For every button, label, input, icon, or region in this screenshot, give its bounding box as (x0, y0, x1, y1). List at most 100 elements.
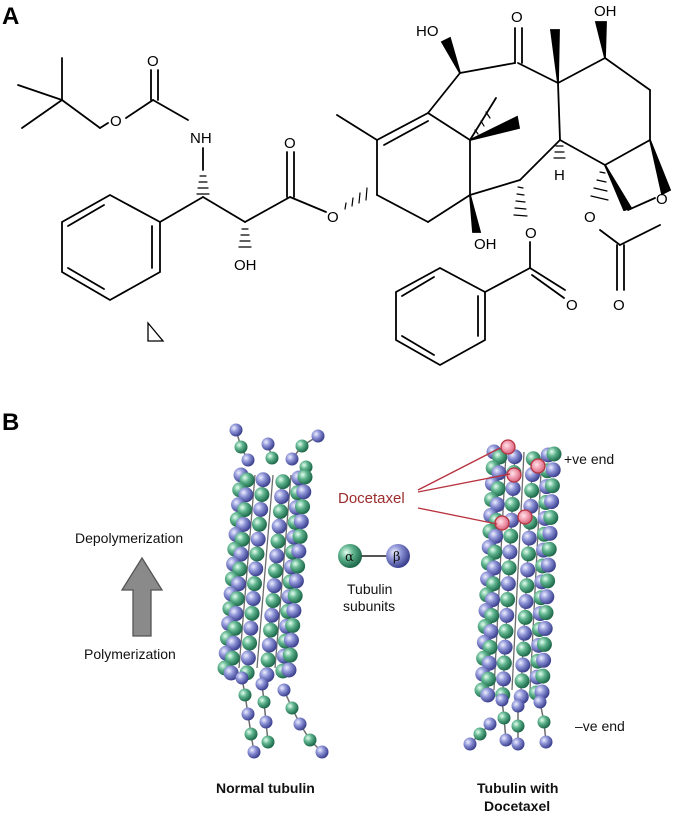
atom-o-ketone: O (511, 9, 523, 26)
tubulin-subunit (483, 717, 497, 731)
tubulin-subunit (499, 607, 515, 623)
protofilament-rod (529, 451, 543, 691)
atom-o-oxetane: O (656, 191, 668, 208)
tubulin-subunit (247, 745, 261, 759)
tubulin-subunit (241, 453, 255, 467)
tubulin-subunit (486, 560, 502, 576)
tubulin-subunit (535, 668, 551, 684)
protofilament-rod (256, 474, 274, 669)
tubulin-subunit (295, 499, 311, 515)
alpha-subunit-icon (338, 544, 362, 568)
polymerization-arrow-icon (120, 556, 164, 637)
tubulin-subunit (255, 472, 271, 488)
tubulin-subunit (480, 687, 496, 703)
plus-end-label: +ve end (564, 451, 614, 467)
tubulin-subunit (500, 576, 516, 592)
atom-labels: O O NH O OH O HO O OH O H OH O O O O (110, 3, 668, 314)
tubulin-subunit (516, 625, 532, 641)
atom-o-benzoyl-link: O (525, 225, 537, 242)
tubulin-subunit (251, 516, 267, 532)
tubulin-subunit (242, 635, 258, 651)
docetaxel-structure (17, 21, 672, 367)
tubulin-subunit (539, 735, 553, 749)
tubulin-subunit (283, 632, 299, 648)
tubulin-subunit (229, 423, 243, 437)
tubulin-subunit (546, 446, 562, 462)
tubulin-subunit (290, 558, 306, 574)
tubulin-subunit (496, 671, 512, 687)
tubulin-subunit (473, 727, 487, 741)
tubulin-subunit (246, 576, 262, 592)
subunit-label-line-2: subunits (343, 598, 395, 614)
tubulin-subunit (544, 494, 560, 510)
tubulin-subunit (297, 469, 313, 485)
tubulin-subunit (498, 623, 514, 639)
tubulin-subunit (268, 563, 284, 579)
docetaxel-label: Docetaxel (338, 490, 405, 507)
docetaxel-microtubule (463, 439, 562, 751)
tubulin-subunit (277, 683, 291, 697)
tubulin-subunit (520, 546, 536, 562)
tubulin-subunit (223, 665, 239, 681)
atom-nh: NH (190, 130, 212, 147)
panel-a-label: A (2, 3, 19, 30)
tubulin-subunit (271, 518, 287, 534)
tubulin-subunit (265, 451, 279, 465)
docetaxel-binding-site-icon (517, 509, 533, 525)
tubulin-subunit (259, 715, 273, 729)
atom-oh-side: OH (234, 257, 257, 274)
tubulin-subunit (311, 429, 325, 443)
docetaxel-binding-site-icon (506, 467, 522, 483)
tubulin-subunit (538, 605, 554, 621)
atom-oh-top-right: OH (594, 3, 617, 20)
tubulin-subunit (499, 733, 513, 747)
tubulin-subunit (521, 530, 537, 546)
tubulin-subunit (517, 609, 533, 625)
tubulin-subunit (519, 578, 535, 594)
atom-o-boc-carbonyl: O (147, 53, 159, 70)
atom-o-boc-ester: O (110, 113, 122, 130)
tubulin-subunit (292, 528, 308, 544)
tubulin-subunit (243, 620, 259, 636)
treated-caption-line-2: Docetaxel (484, 798, 550, 814)
tubulin-subunit (511, 719, 525, 733)
tubulin-subunit (482, 639, 498, 655)
beta-subunit-icon (386, 544, 410, 568)
protofilament-rod (238, 474, 256, 669)
docetaxel-callout (417, 447, 511, 525)
atom-ho-top-left: HO (416, 23, 439, 40)
tubulin-subunit (511, 737, 525, 751)
tubulin-subunit (260, 652, 276, 668)
tubulin-subunit (272, 503, 288, 519)
tubulin-subunit (539, 589, 555, 605)
tubulin-subunit (518, 594, 534, 610)
tubulin-subunit (497, 639, 513, 655)
tubulin-subunit (487, 544, 503, 560)
tubulin-subunit (500, 592, 516, 608)
protofilament-rod (274, 474, 292, 669)
panel-b-label: B (2, 409, 19, 436)
tubulin-subunit (520, 562, 536, 578)
tubulin-subunit (533, 695, 547, 709)
atom-o-side-carbonyl: O (284, 135, 296, 152)
treated-caption-line-1: Tubulin with (477, 780, 558, 796)
tubulin-subunit (542, 525, 558, 541)
tubulin-subunit (481, 655, 497, 671)
tubulin-subunit (274, 489, 290, 505)
docetaxel-binding-site-icon (530, 458, 546, 474)
tubulin-subunit (484, 608, 500, 624)
tubulin-subunit (261, 637, 277, 653)
tubulin-subunit (488, 528, 504, 544)
tubulin-subunit (240, 650, 256, 666)
tubulin-subunit (291, 543, 307, 559)
tubulin-subunit (266, 578, 282, 594)
tubulin-subunit (481, 671, 497, 687)
tubulin-subunit (536, 636, 552, 652)
tubulin-subunit (286, 603, 302, 619)
tubulin-subunit (511, 699, 525, 713)
tubulin-subunit (505, 480, 521, 496)
minus-end-label: –ve end (575, 718, 625, 734)
subunit-label-line-1: Tubulin (347, 581, 392, 597)
tubulin-subunit (275, 474, 291, 490)
tubulin-subunit (524, 482, 540, 498)
